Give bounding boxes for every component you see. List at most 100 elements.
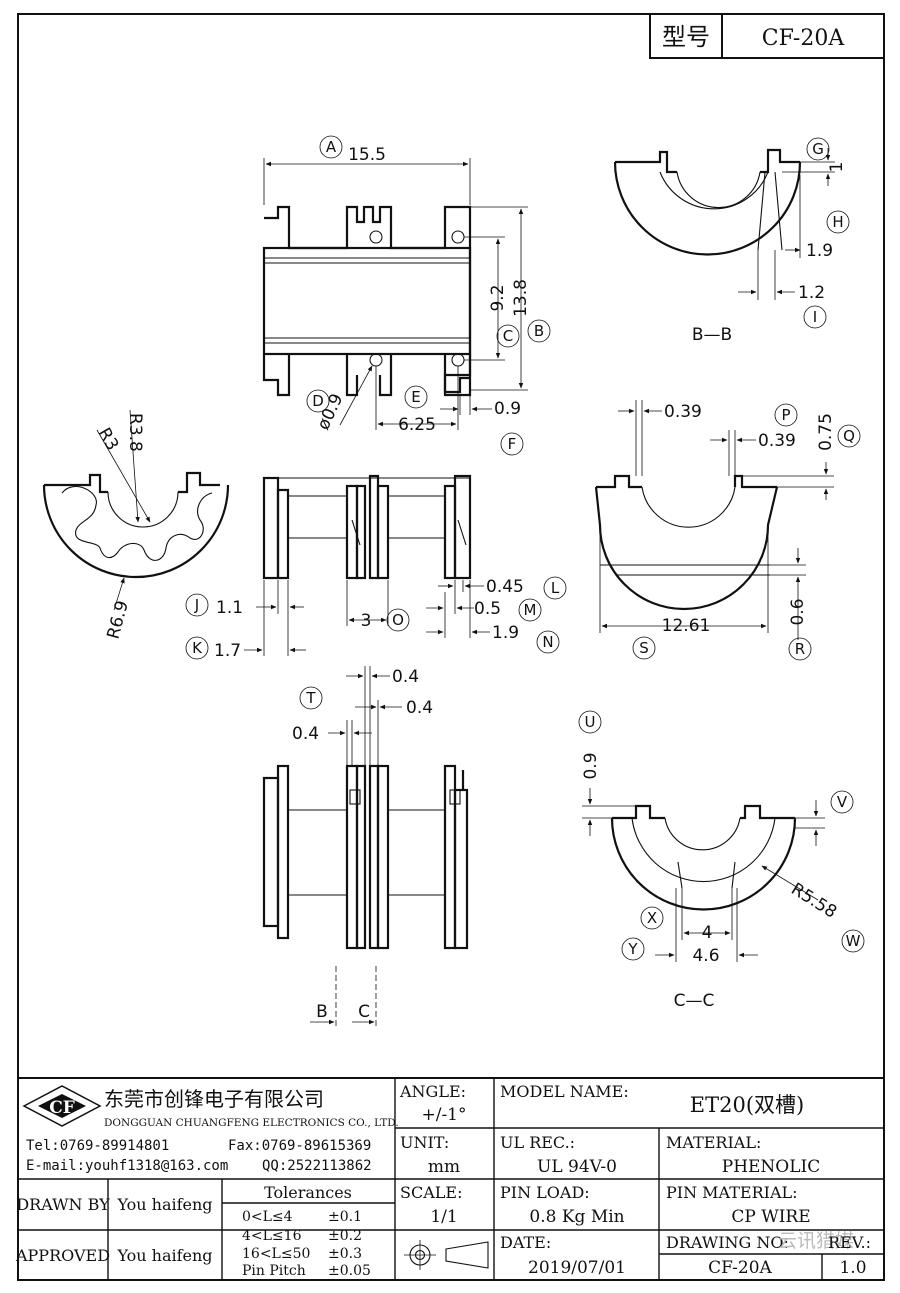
sheet-border	[17, 13, 885, 1281]
dim-letter-n: N	[542, 633, 553, 651]
dim-letter-a: A	[326, 138, 337, 156]
end-letter-s: S	[639, 639, 649, 657]
section-letter-t: T	[305, 689, 316, 707]
tol-range-3: Pin Pitch	[242, 1263, 306, 1279]
date-label: DATE:	[500, 1233, 551, 1252]
date-value: 2019/07/01	[528, 1258, 626, 1278]
drawing-no-value: CF-20A	[708, 1258, 772, 1278]
company-tel: Tel:0769-89914801	[26, 1138, 169, 1154]
tol-range-2: 16<L≤50	[242, 1246, 310, 1262]
dim-letter-e: E	[411, 388, 420, 406]
pin-material-label: PIN MATERIAL:	[666, 1183, 798, 1202]
tol-value-1: ±0.2	[328, 1228, 362, 1244]
cc-letter-y: Y	[627, 940, 638, 958]
dim-letter-m: M	[524, 601, 537, 619]
bb-letter-i: I	[813, 308, 817, 326]
dim-m-value: 0.5	[474, 599, 501, 619]
dim-j-value: 1.1	[216, 598, 243, 618]
section-cut-c: C	[358, 1002, 370, 1022]
drawing-no-label: DRAWING NO:	[666, 1233, 789, 1252]
cc-dim-w-value: R5.58	[787, 879, 840, 922]
side-view: R3 R3.8 R6.9	[42, 409, 230, 642]
dim-letter-o: O	[392, 611, 404, 629]
cc-dim-u-value: 0.9	[581, 752, 601, 779]
company-qq: QQ:2522113862	[262, 1158, 372, 1174]
dim-letter-l: L	[551, 579, 560, 597]
bb-dim-i-value: 1.2	[798, 283, 825, 303]
end-letter-p: P	[781, 406, 790, 424]
cc-section: 0.9 U V R5.58 W 4 X 4.6 Y C—C	[578, 710, 865, 1011]
material-value: PHENOLIC	[722, 1157, 821, 1177]
company-name-en: DONGGUAN CHUANGFENG ELECTRONICS CO., LTD…	[104, 1117, 399, 1129]
dim-e-value: 6.25	[398, 415, 436, 435]
top-view: 15.5 A 13.8 B 9.2 C ø0.9 D 6.25 E 0.9	[262, 135, 551, 456]
approved-label: APPROVED	[15, 1246, 110, 1265]
model-name-value: ET20(双槽)	[690, 1093, 804, 1117]
header-model-box: 型号 CF-20A	[649, 13, 885, 59]
dim-letter-j: J	[194, 596, 199, 614]
side-r38-label: R3.8	[125, 413, 145, 452]
dim-o-value: 3	[361, 611, 372, 631]
dim-letter-f: F	[508, 435, 517, 453]
side-r3-label: R3	[94, 425, 123, 455]
unit-value: mm	[428, 1157, 460, 1177]
dim-a-value: 15.5	[348, 145, 386, 165]
section-dim-top04: 0.4	[392, 667, 419, 687]
section-dim-t-value: 0.4	[292, 724, 319, 744]
side-r69-label: R6.9	[104, 599, 133, 642]
end-dim-p-value: 0.39	[758, 431, 796, 451]
end-dim-q-value: 0.75	[816, 413, 836, 451]
scale-value: 1/1	[430, 1207, 457, 1227]
end-letter-r: R	[795, 640, 805, 658]
rev-label: REV.:	[828, 1233, 871, 1252]
bb-section: 1 G 1.9 H 1.2 I B—B	[613, 137, 850, 345]
header-model-value: CF-20A	[762, 26, 846, 51]
model-name-label: MODEL NAME:	[500, 1082, 629, 1101]
pin-load-value: 0.8 Kg Min	[529, 1207, 624, 1227]
section-cut-b: B	[316, 1002, 328, 1022]
dim-letter-d: D	[312, 392, 324, 410]
company-logo: CF	[22, 1085, 102, 1127]
bb-dim-g-value: 1	[827, 162, 847, 173]
dim-letter-k: K	[192, 639, 203, 657]
company-name-cn: 东莞市创锋电子有限公司	[104, 1087, 324, 1111]
pin-material-value: CP WIRE	[731, 1207, 810, 1227]
end-dim-left039: 0.39	[664, 402, 702, 422]
bb-letter-g: G	[812, 140, 824, 158]
end-dim-r-value: 0.6	[788, 598, 808, 625]
tol-value-0: ±0.1	[328, 1209, 362, 1225]
tol-value-3: ±0.05	[328, 1263, 371, 1279]
drawn-by-label: DRAWN BY	[16, 1195, 110, 1214]
section-view: 0.4 0.4 0.4 T B C	[262, 666, 469, 1028]
bb-letter-h: H	[832, 213, 843, 231]
dim-letter-c: C	[503, 327, 513, 345]
company-email: E-mail:youhf1318@163.com	[26, 1158, 228, 1174]
header-model-label: 型号	[662, 23, 710, 51]
tolerances-label: Tolerances	[264, 1183, 352, 1202]
ul-label: UL REC.:	[500, 1133, 575, 1152]
end-letter-q: Q	[843, 427, 855, 445]
tol-value-2: ±0.3	[328, 1246, 362, 1262]
tol-range-0: 0<L≤4	[242, 1209, 293, 1225]
angle-label: ANGLE:	[399, 1082, 466, 1101]
dim-l-value: 0.45	[486, 577, 524, 597]
material-label: MATERIAL:	[666, 1133, 761, 1152]
front-view: 1.1 J 1.7 K 3 O 0.45 L 0.5 M	[185, 474, 567, 661]
dim-letter-b: B	[534, 322, 544, 340]
dim-f-value: 0.9	[494, 399, 521, 419]
cc-letter-u: U	[585, 713, 596, 731]
bb-dim-h-value: 1.9	[806, 241, 833, 261]
cc-caption: C—C	[674, 991, 715, 1011]
dim-n-value: 1.9	[492, 623, 519, 643]
section-dim-mid04: 0.4	[406, 698, 433, 718]
projection-symbol-icon	[404, 1240, 489, 1270]
end-dim-s-value: 12.61	[662, 616, 711, 636]
bb-caption: B—B	[692, 325, 732, 345]
dim-b-value: 13.8	[511, 279, 531, 317]
unit-label: UNIT:	[400, 1133, 449, 1152]
title-block: CF 东莞市创锋电子有限公司 DONGGUAN CHUANGFENG ELECT…	[15, 1077, 884, 1280]
rev-value: 1.0	[839, 1258, 866, 1278]
company-fax: Fax:0769-89615369	[228, 1138, 371, 1154]
cc-dim-y-value: 4.6	[692, 946, 719, 966]
